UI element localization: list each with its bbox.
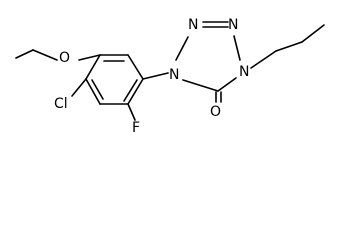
atom-n3: N (228, 17, 238, 33)
bond-ch3-tip (15, 49, 34, 59)
bond-o-methoxy-ch3 (32, 49, 58, 61)
bond-ring-c3-c4 (85, 78, 101, 105)
bond-ring-c4-c5 (85, 54, 101, 80)
bond-c5-o-methoxy (78, 54, 101, 61)
atom-oxygen-carbonyl: O (210, 104, 221, 120)
chemical-structure: N N N N O F Cl O (15, 17, 325, 136)
bond-ring-c1-c2 (127, 78, 144, 105)
bond-n3-n4 (233, 35, 241, 61)
bond-c5-n1 (182, 79, 219, 92)
bond-ring-c6-c1 (127, 54, 144, 80)
atom-n2: N (188, 17, 198, 33)
bond-propyl-c1-c2 (275, 41, 303, 52)
bond-n4-propyl-c1 (250, 50, 277, 69)
bond-c2-f (127, 103, 136, 121)
bond-c1-n1 (142, 72, 169, 80)
tetrazolone-ring (175, 21, 241, 92)
bond-n1-n2 (175, 36, 189, 61)
bond-propyl-c2-c3 (301, 24, 325, 43)
atom-n4: N (239, 64, 249, 80)
bond-ring-c1-c2-inner (123, 79, 138, 102)
bond-c4-cl (71, 78, 87, 97)
atom-fluorine: F (132, 120, 140, 136)
atom-chlorine: Cl (54, 96, 68, 112)
atom-n1: N (169, 67, 179, 83)
atom-oxygen-methoxy: O (59, 50, 70, 66)
bond-n4-c5 (217, 77, 237, 92)
bond-ring-c3-c4-inner (91, 79, 104, 100)
benzene-ring (85, 54, 144, 105)
